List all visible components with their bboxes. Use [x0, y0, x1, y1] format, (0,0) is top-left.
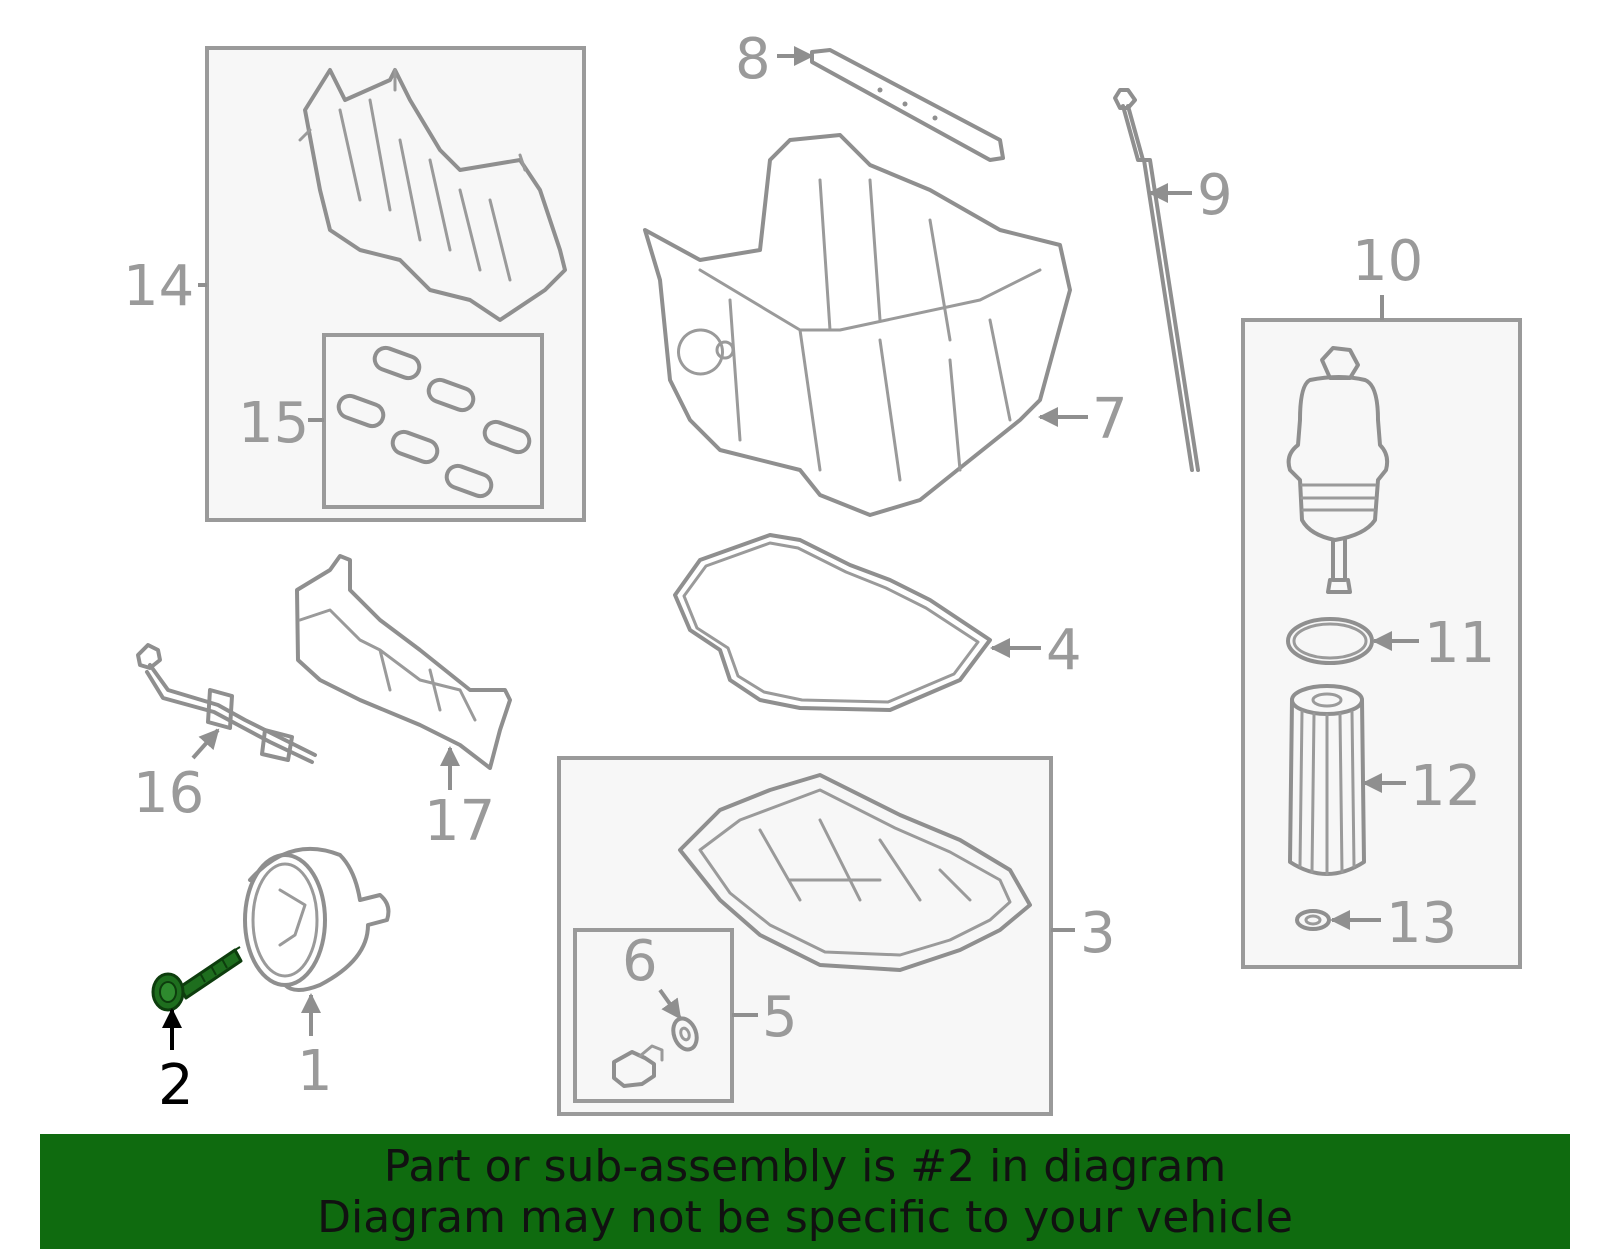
- crank-pulley-bolt-part: [151, 946, 243, 1012]
- oil-filter-housing-part: [1286, 346, 1390, 594]
- oil-filter-element-part: [1288, 684, 1366, 876]
- callout-2-highlighted: 2: [158, 1053, 194, 1118]
- callout-1: 1: [297, 1039, 333, 1104]
- callout-9: 9: [1197, 163, 1233, 228]
- small-seal-ring-part: [1295, 909, 1331, 931]
- crankshaft-pulley-part: [243, 846, 391, 992]
- upper-oil-pan-part: [643, 133, 1072, 517]
- callout-3: 3: [1080, 901, 1116, 966]
- callout-15: 15: [238, 391, 309, 456]
- oil-pan-gasket-part: [673, 533, 992, 712]
- oil-baffle-strip-part: [810, 48, 1005, 162]
- callout-13: 13: [1386, 891, 1457, 956]
- callout-6: 6: [622, 929, 658, 994]
- callout-14: 14: [123, 254, 194, 319]
- callout-5: 5: [762, 985, 798, 1050]
- callout-17: 17: [424, 789, 495, 854]
- intake-gasket-set-part: [336, 345, 532, 499]
- callout-16: 16: [133, 761, 204, 826]
- heat-shield-part: [295, 554, 512, 770]
- banner-line-1: Part or sub-assembly is #2 in diagram: [383, 1140, 1227, 1192]
- callout-10: 10: [1352, 229, 1423, 294]
- drain-plug-part: [612, 1044, 664, 1088]
- callout-7: 7: [1092, 387, 1128, 452]
- dipstick-part: [1113, 88, 1200, 472]
- leader-lines: [162, 46, 1419, 1050]
- callout-11: 11: [1424, 611, 1495, 676]
- callout-4: 4: [1046, 618, 1082, 683]
- notice-banner: Part or sub-assembly is #2 in diagram Di…: [40, 1134, 1570, 1249]
- callout-8: 8: [735, 27, 771, 92]
- lower-oil-pan-part: [678, 773, 1032, 972]
- intake-manifold-part: [298, 68, 567, 322]
- banner-line-2: Diagram may not be specific to your vehi…: [317, 1191, 1293, 1243]
- sensor-harness-part: [136, 643, 317, 764]
- parts-diagram: 1 2 3 4 5 6 7 8 9 10 11 12 13 14 15 16 1…: [123, 27, 1522, 1118]
- callout-12: 12: [1410, 754, 1481, 819]
